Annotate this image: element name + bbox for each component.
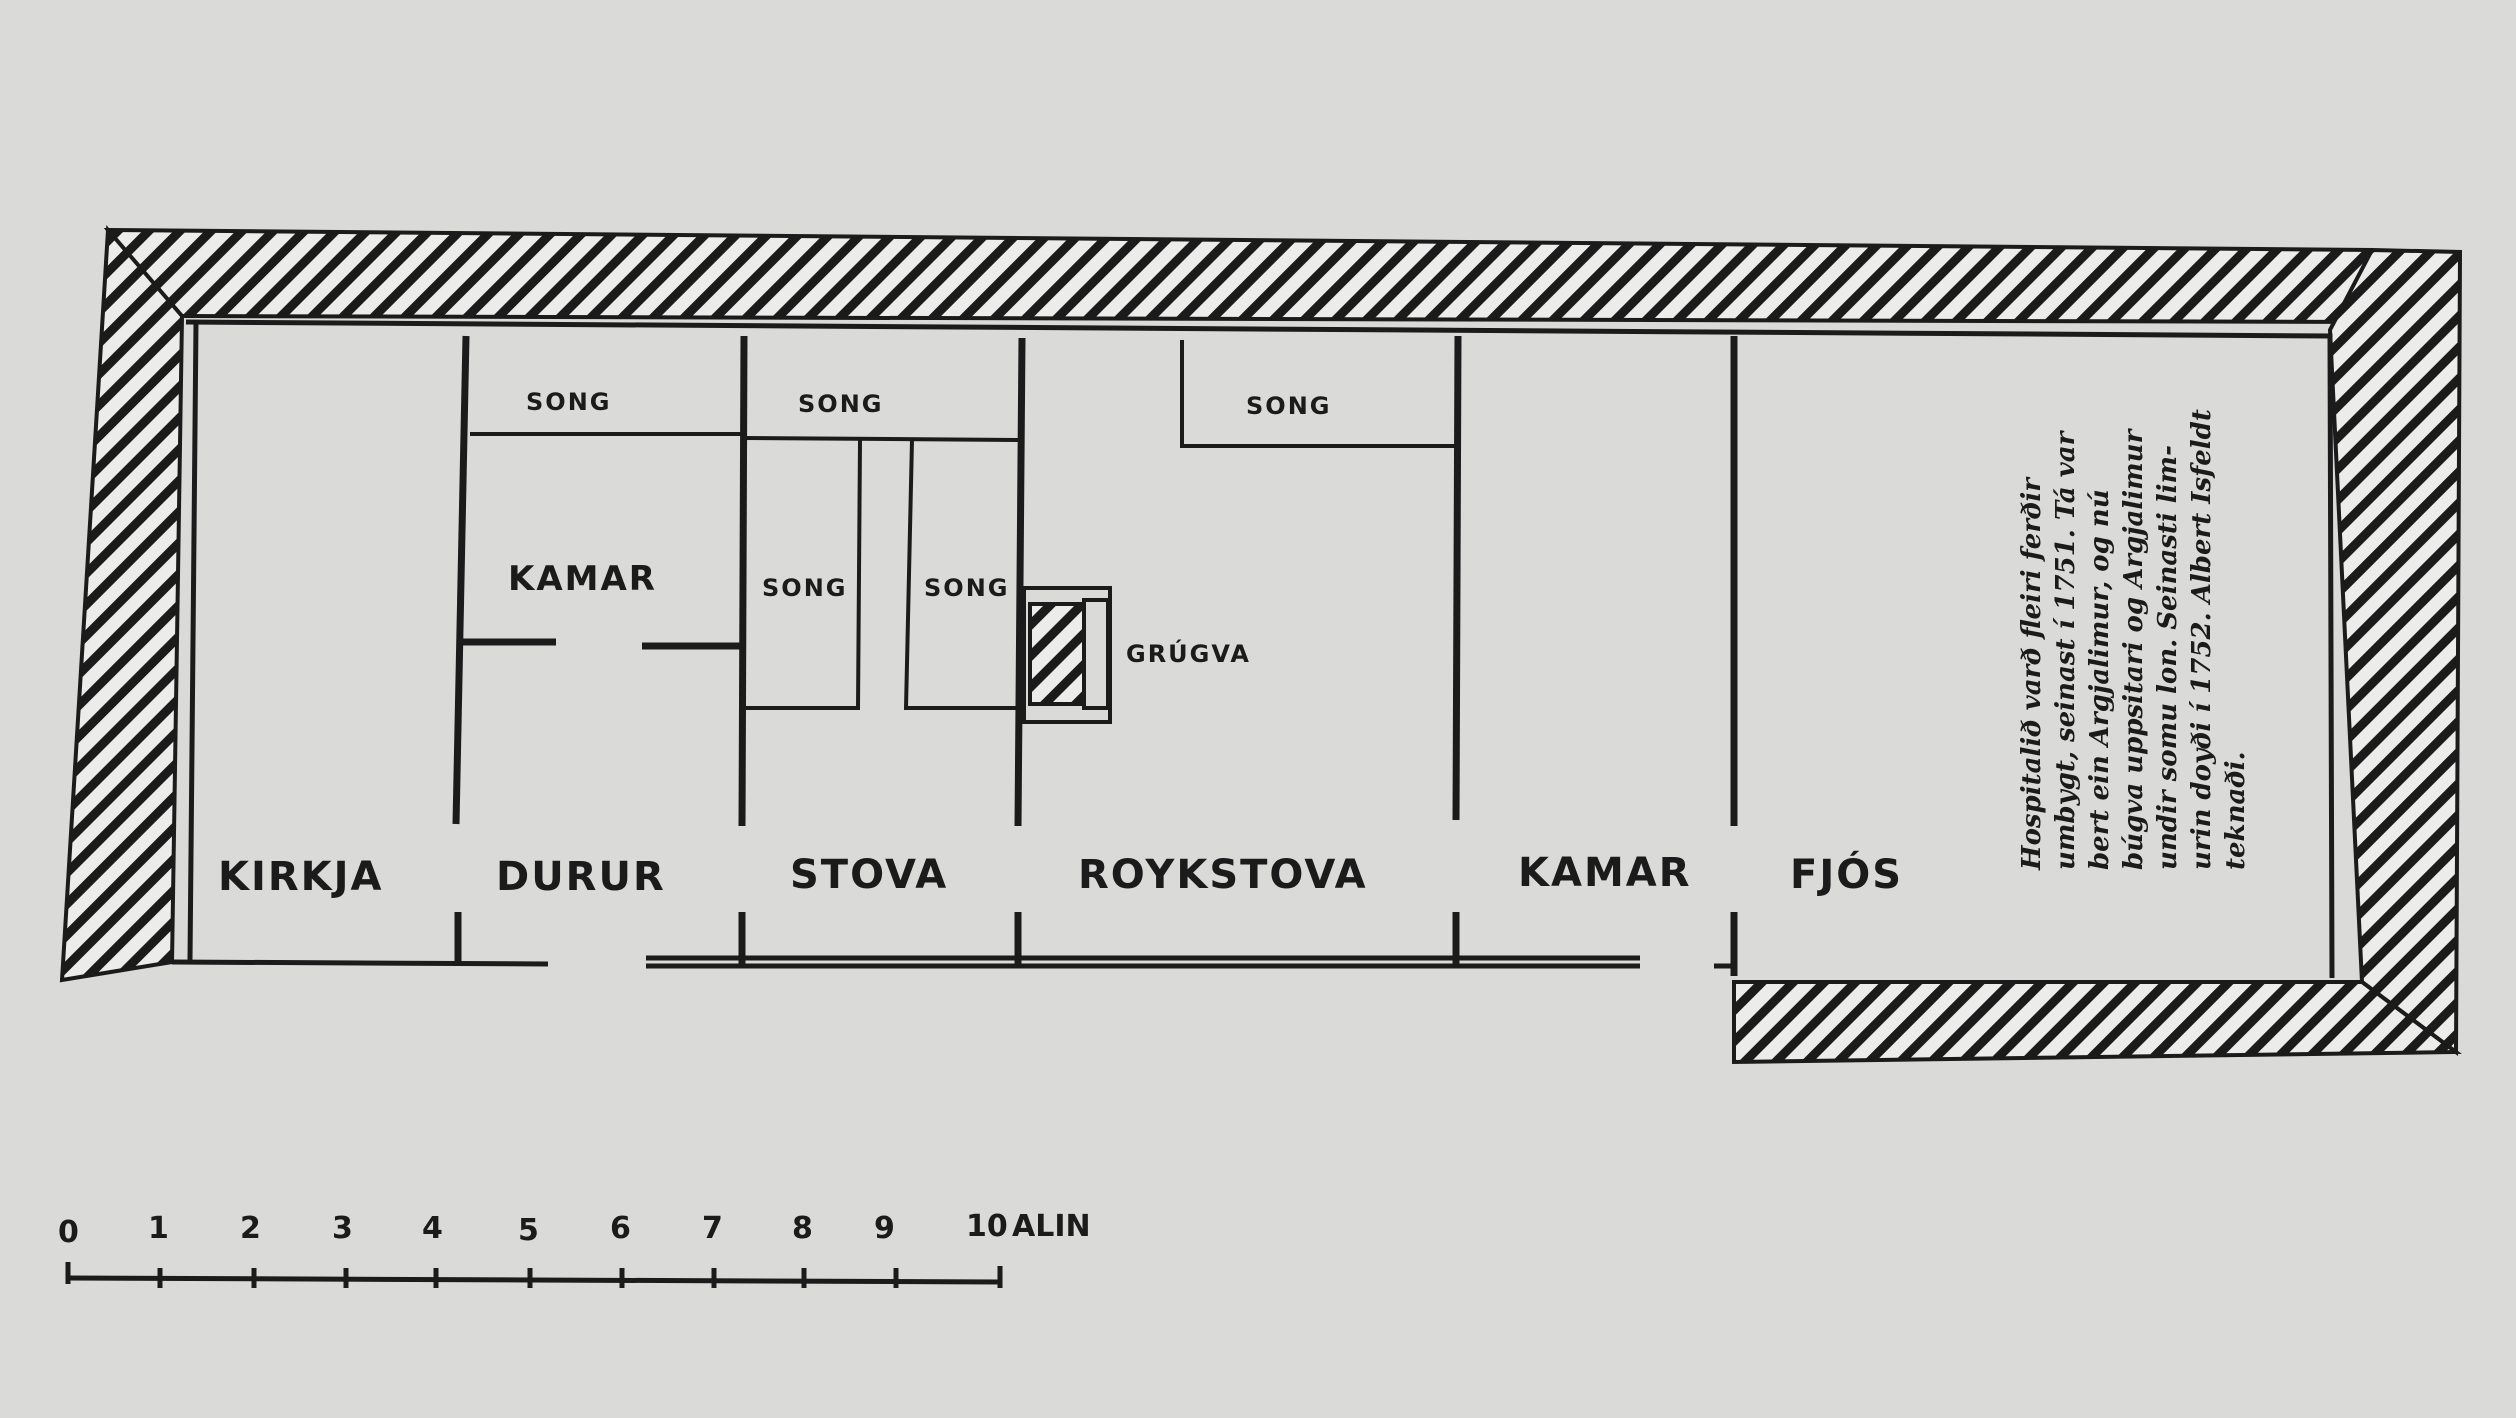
scale-tick-9: 9 [874,1211,895,1246]
scale-tick-0: 0 [58,1215,79,1250]
caption-line-2: umbygt, seinast í 1751. Tá var [2051,429,2081,870]
caption-line-5: undir somu lon. Seinasti lim- [2153,445,2183,870]
label-durur: DURUR [496,854,666,900]
scale-tick-6: 6 [610,1211,631,1246]
room-labels: KIRKJA DURUR STOVA ROYKSTOVA KAMAR FJÓS … [218,388,1903,900]
scale-tick-5: 5 [518,1213,539,1248]
label-grugva: GRÚGVA [1126,638,1251,668]
caption-line-4: búgva uppsitari og Argjalimur [2119,427,2149,870]
label-kamar-right: KAMAR [1518,850,1692,896]
scale-unit: ALIN [1012,1209,1091,1244]
label-song-4: SONG [924,574,1009,602]
label-song-3: SONG [762,574,847,602]
label-song-2: SONG [798,390,883,418]
label-song-5: SONG [1246,392,1331,420]
scale-tick-8: 8 [792,1211,813,1246]
inner-wall-lines [171,319,2335,979]
wall-roykstova-kamar [1452,335,1462,821]
label-fjos: FJÓS [1790,850,1903,898]
scale-bar: 0 1 2 3 4 5 6 7 8 9 10 ALIN [58,1209,1091,1288]
wall-kirkja-durur [452,335,470,825]
grugva-fireplace [1022,586,1112,724]
scale-tick-2: 2 [240,1211,261,1246]
label-kamar-upper: KAMAR [508,559,657,599]
wall-bottom-right [1732,980,2462,1065]
caption: Hospitalið varð fleiri ferðir umbygt, se… [2017,409,2251,871]
wall-durur-stova [738,335,748,827]
wall-stova-roykstova [1014,337,1026,827]
outer-walls [59,224,2463,1065]
scale-tick-10: 10 [966,1209,1008,1244]
label-kirkja: KIRKJA [218,854,384,900]
scale-tick-4: 4 [422,1211,443,1246]
scale-tick-7: 7 [702,1211,723,1246]
label-song-1: SONG [526,388,611,416]
partition-walls [452,335,1738,976]
caption-line-1: Hospitalið varð fleiri ferðir [2017,476,2047,871]
label-roykstova: ROYKSTOVA [1078,852,1368,898]
caption-line-3: bert ein Argjalimur, og nú [2085,489,2115,870]
label-stova: STOVA [790,852,948,898]
bed-outlines [470,340,1456,710]
scale-tick-1: 1 [148,1211,169,1246]
caption-line-6: urin doyði í 1752. Albert Isfeldt [2187,409,2217,870]
scale-tick-3: 3 [332,1211,353,1246]
caption-line-7: teknaði. [2221,751,2251,870]
